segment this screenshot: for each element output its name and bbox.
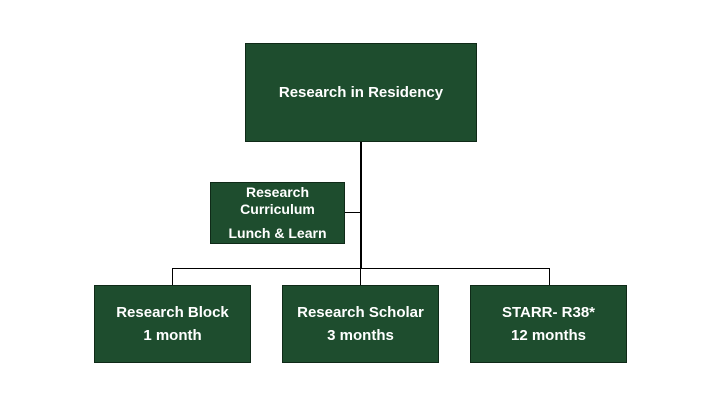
trunk-connector <box>360 142 362 269</box>
drop-connector-3 <box>549 268 550 285</box>
drop-connector-1 <box>172 268 173 285</box>
child-node-title: STARR- R38* <box>501 304 596 321</box>
root-node-research-in-residency: Research in Residency <box>245 43 477 142</box>
child-node-research-block: Research Block 1 month <box>94 285 251 363</box>
child-node-title: Research Scholar <box>297 304 424 321</box>
child-node-duration: 1 month <box>143 327 202 344</box>
side-node-line1: Research <box>245 184 310 200</box>
drop-connector-2 <box>360 268 361 285</box>
child-node-research-scholar: Research Scholar 3 months <box>282 285 439 363</box>
side-node-line2: Curriculum <box>240 201 315 217</box>
child-node-duration: 3 months <box>327 327 394 344</box>
child-node-duration: 12 months <box>510 327 586 344</box>
side-branch-connector <box>345 212 361 213</box>
side-node-research-curriculum: Research Curriculum Lunch & Learn <box>210 182 345 244</box>
children-bus-connector <box>172 268 550 269</box>
child-node-starr-r38: STARR- R38* 12 months <box>470 285 627 363</box>
child-node-title: Research Block <box>116 304 229 321</box>
side-node-line3: Lunch & Learn <box>228 225 327 241</box>
root-node-label: Research in Residency <box>278 84 444 101</box>
